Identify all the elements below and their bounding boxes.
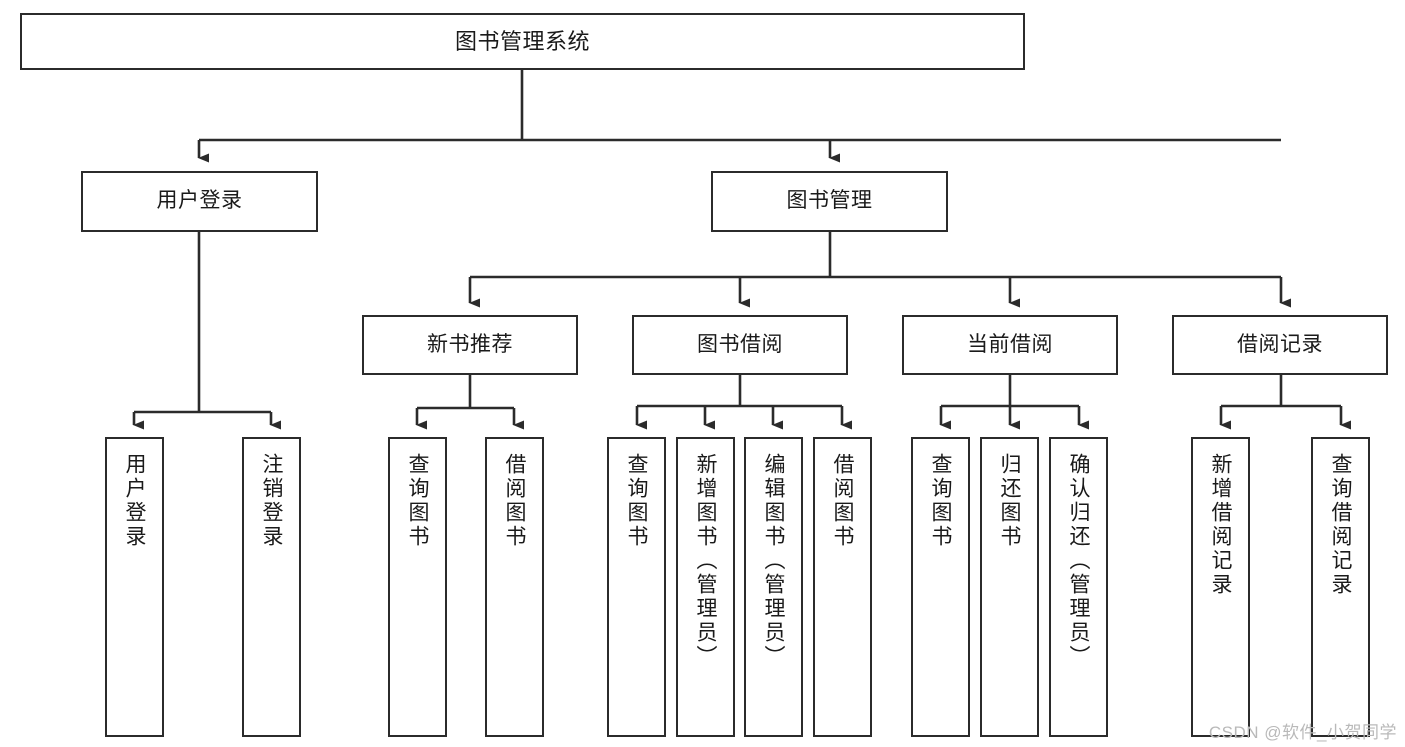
node-current-borrow[interactable]: 当前借阅 [902, 315, 1118, 375]
node-leaf-borrow-book-borrow[interactable]: 借阅图书 [813, 437, 872, 737]
node-root-book-management-system[interactable]: 图书管理系统 [20, 13, 1025, 70]
node-leaf-user-login[interactable]: 用户登录 [105, 437, 164, 737]
node-label: 用户登录 [156, 189, 243, 213]
node-label: 编辑图书（管理员） [762, 453, 785, 669]
node-label: 查询图书 [929, 453, 952, 549]
node-leaf-query-book-recommend[interactable]: 查询图书 [388, 437, 447, 737]
node-leaf-edit-book[interactable]: 编辑图书（管理员） [744, 437, 803, 737]
node-book-management[interactable]: 图书管理 [711, 171, 948, 232]
node-label: 借阅记录 [1237, 332, 1323, 356]
node-leaf-query-book-current[interactable]: 查询图书 [911, 437, 970, 737]
node-leaf-add-book[interactable]: 新增图书（管理员） [676, 437, 735, 737]
node-book-borrow[interactable]: 图书借阅 [632, 315, 848, 375]
node-label: 图书借阅 [697, 332, 783, 356]
node-label: 借阅图书 [831, 453, 854, 549]
csdn-watermark: CSDN @软件_小贺同学 [1208, 723, 1397, 742]
node-label: 新增借阅记录 [1209, 453, 1232, 597]
node-label: 当前借阅 [967, 332, 1053, 356]
node-leaf-borrow-book-recommend[interactable]: 借阅图书 [485, 437, 544, 737]
node-label: 新书推荐 [427, 332, 513, 356]
node-label: 确认归还（管理员） [1067, 453, 1090, 669]
node-leaf-query-book-borrow[interactable]: 查询图书 [607, 437, 666, 737]
node-label: 查询图书 [406, 453, 429, 549]
node-leaf-confirm-return[interactable]: 确认归还（管理员） [1049, 437, 1108, 737]
node-leaf-query-borrow-record[interactable]: 查询借阅记录 [1311, 437, 1370, 737]
node-label: 图书管理 [786, 189, 873, 213]
node-leaf-return-book[interactable]: 归还图书 [980, 437, 1039, 737]
node-leaf-add-borrow-record[interactable]: 新增借阅记录 [1191, 437, 1250, 737]
node-label: 图书管理系统 [454, 28, 590, 54]
node-label: 查询图书 [625, 453, 648, 549]
node-label: 归还图书 [998, 453, 1021, 549]
node-user-login[interactable]: 用户登录 [81, 171, 318, 232]
node-label: 用户登录 [123, 453, 146, 549]
node-label: 借阅图书 [503, 453, 526, 549]
node-label: 查询借阅记录 [1329, 453, 1352, 597]
node-leaf-logout-login[interactable]: 注销登录 [242, 437, 301, 737]
node-borrow-record[interactable]: 借阅记录 [1172, 315, 1388, 375]
node-label: 注销登录 [260, 453, 283, 549]
node-new-book-recommend[interactable]: 新书推荐 [362, 315, 578, 375]
node-label: 新增图书（管理员） [694, 453, 717, 669]
